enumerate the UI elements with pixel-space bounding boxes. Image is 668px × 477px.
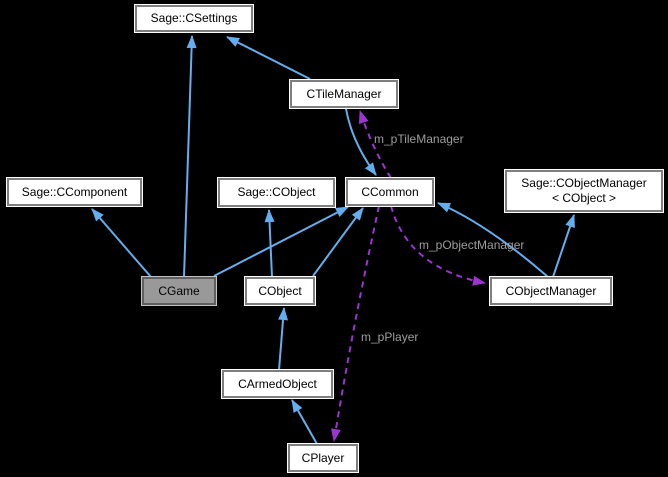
edge-cgame-to-ccommon xyxy=(213,206,349,277)
edge-ctilemanager-to-csettings xyxy=(226,36,311,80)
node-label: CObjectManager xyxy=(505,283,597,298)
node-carmedobject[interactable]: CArmedObject xyxy=(221,369,334,399)
node-cplayer[interactable]: CPlayer xyxy=(287,443,359,473)
edge-cplayer-to-carmedobject xyxy=(291,399,318,445)
edge-cobjectmanager-to-ccommon xyxy=(437,202,549,278)
node-sage-cobjectmanager-template[interactable]: Sage::CObjectManager < CObject > xyxy=(504,169,664,213)
node-cgame-current[interactable]: CGame xyxy=(141,276,217,306)
node-ctilemanager[interactable]: CTileManager xyxy=(289,79,399,109)
edge-cobjectmanager-to-sage-cobjectmanager xyxy=(552,214,575,278)
node-label: Sage::CComponent xyxy=(21,184,128,199)
node-label: Sage::CObject xyxy=(237,185,316,199)
node-label: CPlayer xyxy=(301,450,345,465)
node-sage-csettings[interactable]: Sage::CSettings xyxy=(134,4,254,33)
node-sage-ccomponent[interactable]: Sage::CComponent xyxy=(6,177,143,207)
edge-ctilemanager-to-ccommon xyxy=(345,108,377,176)
node-label-line2: < CObject > xyxy=(551,191,617,205)
node-label-line1: Sage::CObjectManager xyxy=(521,176,647,190)
edge-cgame-to-csettings xyxy=(183,35,197,278)
edge-cobject-to-ccommon xyxy=(312,207,364,277)
edge-ccommon-to-cobjectmanager-usage xyxy=(390,205,486,286)
edge-ccommon-to-ctilemanager-usage xyxy=(358,110,392,179)
edge-label-m-ptilemanager: m_pTileManager xyxy=(374,132,464,146)
node-cobjectmanager[interactable]: CObjectManager xyxy=(489,276,613,306)
node-label: CGame xyxy=(158,283,200,298)
node-label: CObject xyxy=(258,283,302,298)
edge-ccommon-to-cplayer-usage xyxy=(330,205,380,442)
node-cobject[interactable]: CObject xyxy=(244,276,316,306)
node-sage-cobject[interactable]: Sage::CObject xyxy=(217,177,336,208)
node-label: CArmedObject xyxy=(238,376,317,391)
edge-cobject-to-sage-cobject xyxy=(264,209,275,278)
edge-cgame-to-ccomponent xyxy=(91,208,152,278)
edge-label-m-pobjectmanager: m_pObjectManager xyxy=(419,238,525,252)
edge-carmedobject-to-cobject xyxy=(278,307,289,371)
node-ccommon[interactable]: CCommon xyxy=(345,177,435,207)
node-label: Sage::CSettings xyxy=(150,11,238,25)
edge-label-m-pplayer: m_pPlayer xyxy=(361,330,419,344)
node-label: CTileManager xyxy=(306,86,382,101)
node-label: CCommon xyxy=(361,184,419,199)
